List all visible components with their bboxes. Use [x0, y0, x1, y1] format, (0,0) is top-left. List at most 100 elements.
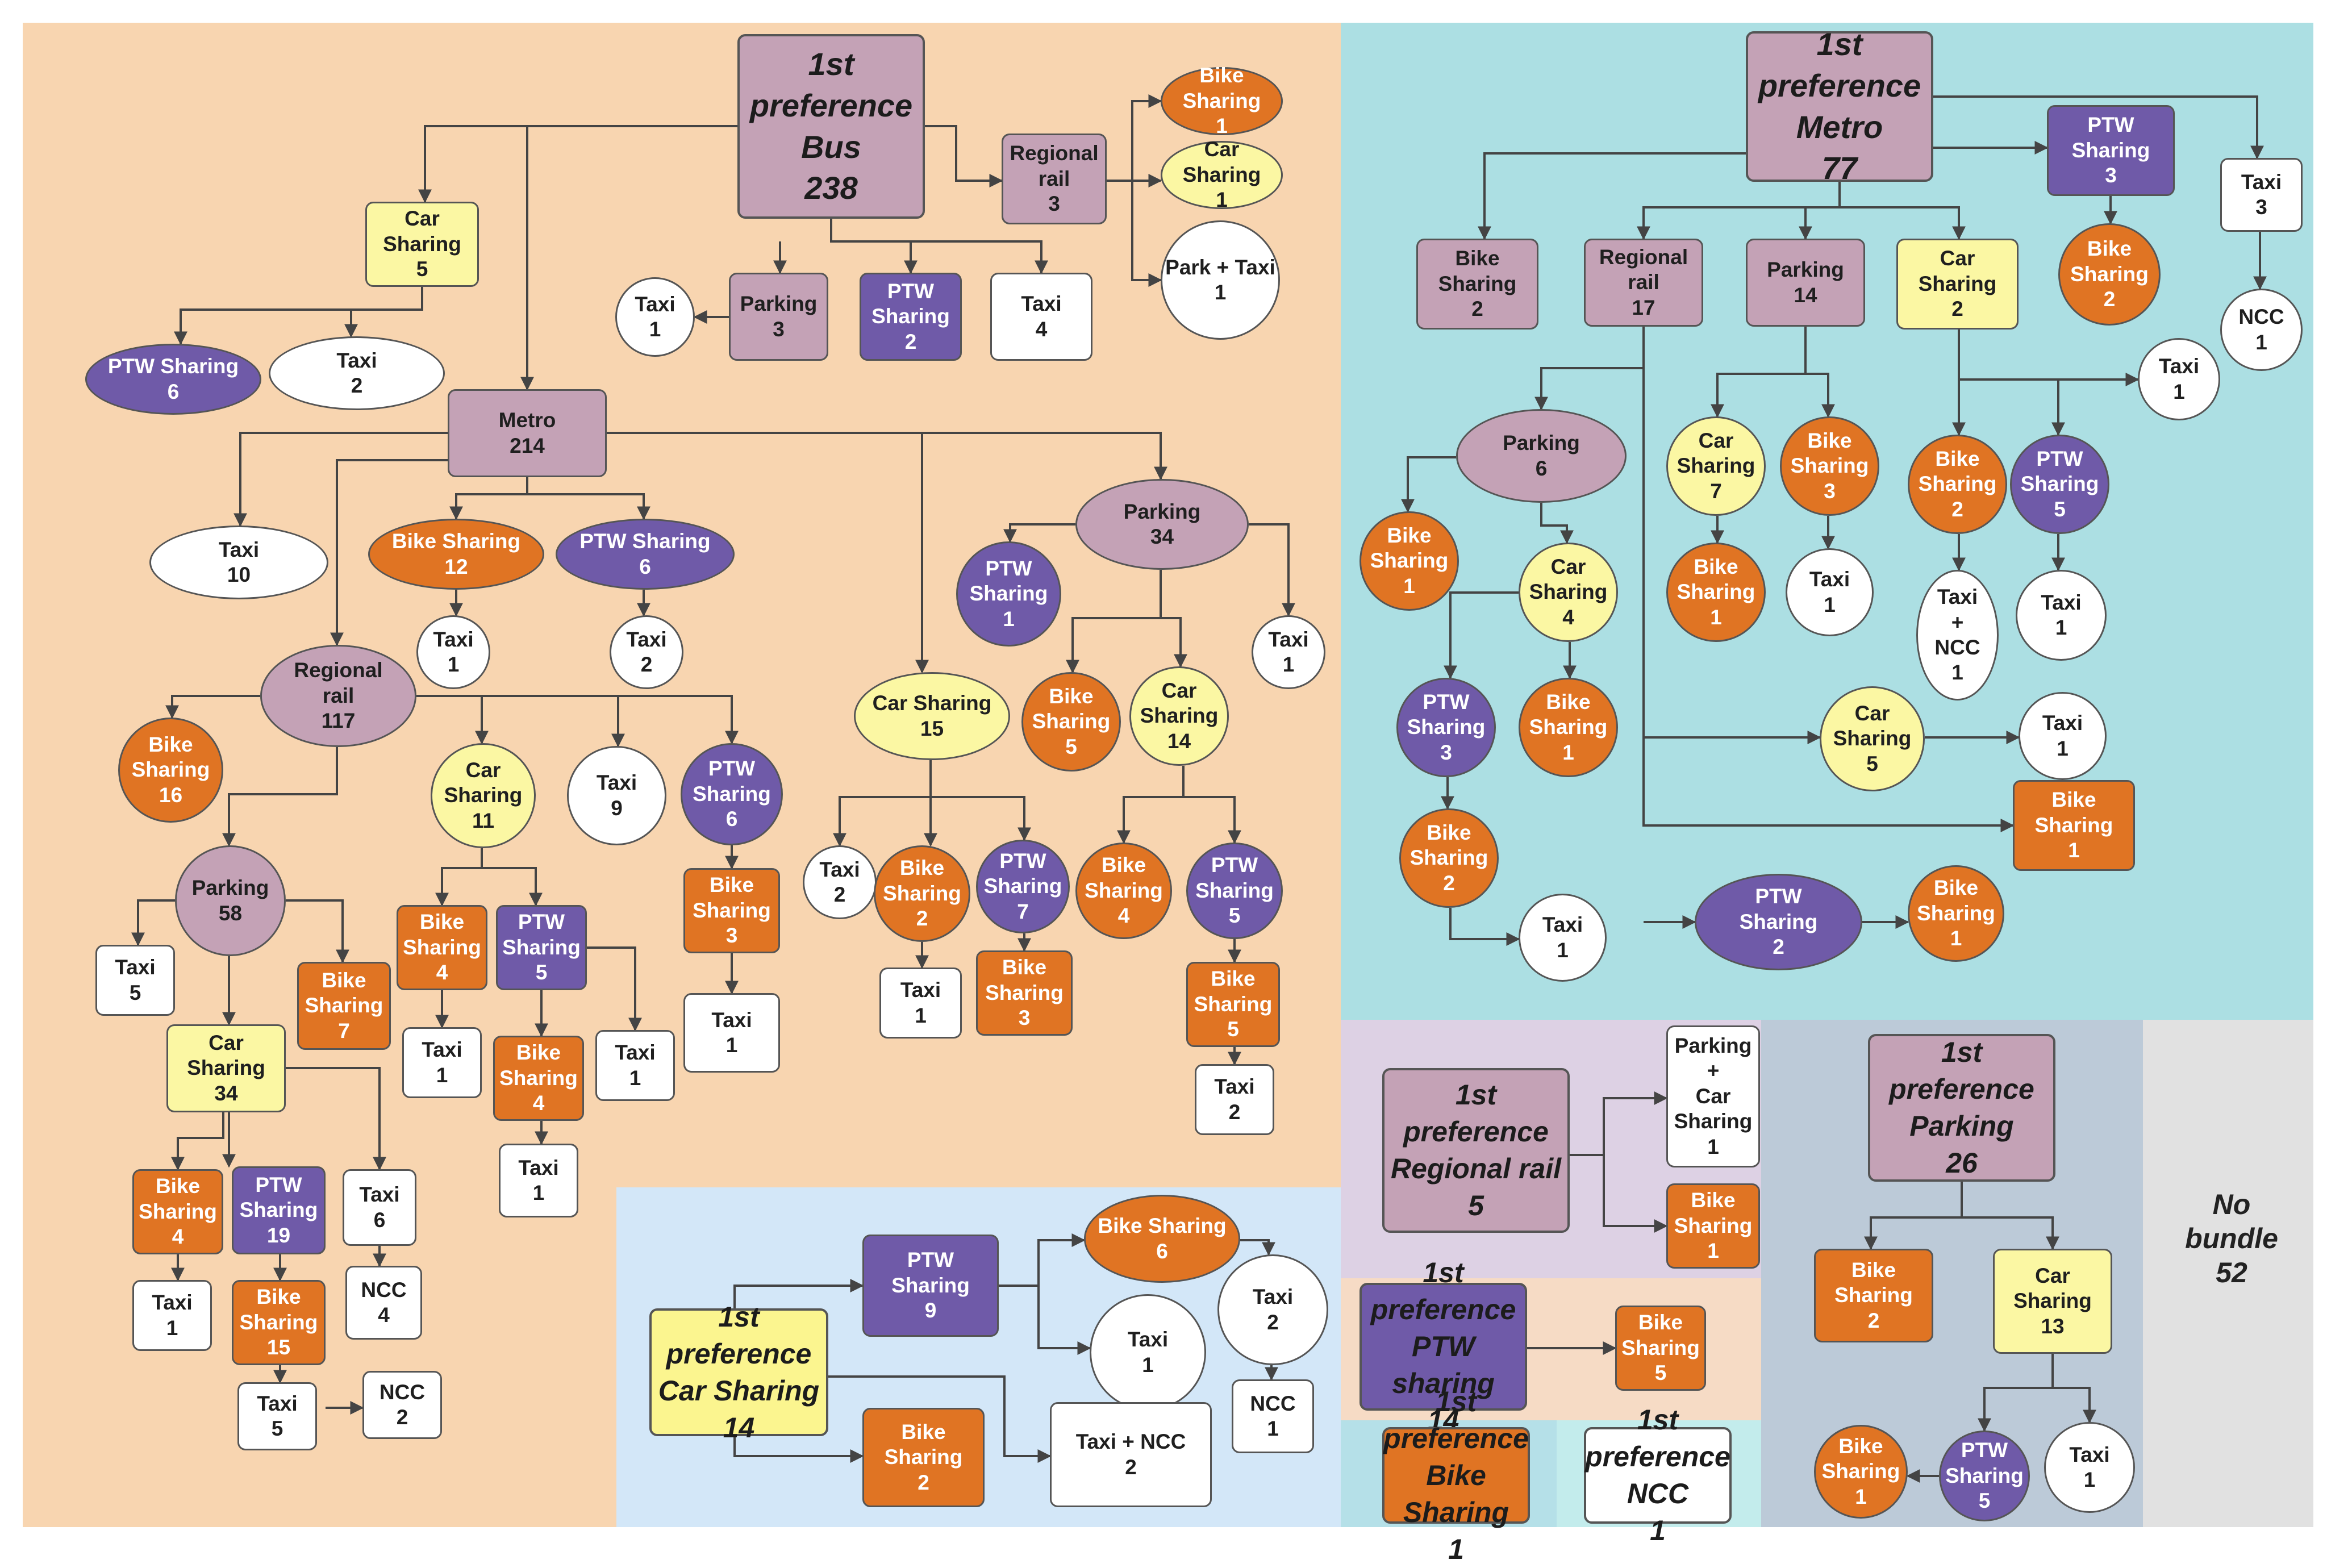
node-mp-bike-taxi: Taxi 1 [1786, 548, 1874, 636]
node-pc-ptw-bike: Bike Sharing 1 [1814, 1425, 1908, 1519]
node-bmpc-ptw: PTW Sharing 5 [1186, 843, 1283, 939]
node-mr-ptw-bike: Bike Sharing 1 [1908, 865, 2004, 962]
node-mrpc-ptw-bike-taxi: Taxi 1 [1519, 894, 1607, 982]
connector-arrow [171, 1112, 224, 1171]
node-rr: 1st preference Regional rail 5 [1382, 1068, 1570, 1233]
panel-nobundle [2143, 1020, 2313, 1527]
node-bus-parking: Parking 3 [729, 273, 828, 361]
node-mrpc-ptw-bike: Bike Sharing 2 [1399, 808, 1499, 908]
node-bmrc-ptw-bike-taxi: Taxi 1 [499, 1144, 578, 1217]
node-bm-taxi: Taxi 10 [149, 526, 328, 599]
node-bmr-ptw: PTW Sharing 6 [681, 743, 783, 845]
node-p-car: Car Sharing 13 [1993, 1249, 2112, 1354]
node-bmr-ptw-bike-taxi: Taxi 1 [683, 993, 780, 1073]
node-bmc-taxi: Taxi 2 [803, 845, 877, 919]
connector-arrow [174, 287, 423, 345]
connector-arrow [1711, 327, 1807, 418]
node-bmpc-bike: Bike Sharing 4 [1075, 843, 1172, 939]
node-bm-car: Car Sharing 15 [854, 672, 1010, 760]
node-bmrpc-ptw: PTW Sharing 19 [232, 1166, 326, 1254]
connector-arrow [1444, 591, 1519, 679]
node-ncc: 1st preference NCC 1 [1584, 1404, 1732, 1546]
connector-arrow [482, 867, 543, 907]
node-ptw-bike: Bike Sharing 5 [1615, 1306, 1706, 1391]
node-mp-car: Car Sharing 7 [1666, 416, 1766, 516]
node-mrp-bike: Bike Sharing 1 [1359, 511, 1459, 611]
connector-arrow [1161, 617, 1187, 668]
connector-arrow [1117, 766, 1185, 844]
node-m-taxi-ncc: NCC 1 [2220, 289, 2303, 371]
node-bus-rr-bike: Bike Sharing 1 [1161, 64, 1283, 137]
connector-arrow [527, 493, 650, 520]
node-bmp-ptw: PTW Sharing 1 [956, 541, 1061, 647]
node-c-bike: Bike Sharing 2 [862, 1408, 985, 1507]
connector-arrow [1864, 1182, 1963, 1250]
connector-arrow [1003, 523, 1075, 543]
connector-arrow [999, 1233, 1086, 1287]
node-m-ptw: PTW Sharing 3 [2047, 105, 2175, 196]
node-c-ptw-taxi: Taxi 1 [1090, 1294, 1206, 1411]
node-bm-ptw: PTW Sharing 6 [556, 519, 735, 590]
node-rr-bike: Bike Sharing 1 [1666, 1183, 1760, 1269]
node-bus-cs-taxi: Taxi 2 [269, 336, 445, 410]
node-pc-ptw: PTW Sharing 5 [1939, 1431, 2030, 1521]
node-mc-bike: Bike Sharing 2 [1908, 435, 2007, 534]
node-bus-rr-parktaxi: Park + Taxi 1 [1161, 220, 1280, 340]
connector-arrow [1249, 523, 1295, 617]
connector-arrow [1805, 373, 1835, 418]
connector-arrow [830, 219, 1048, 274]
connector-arrow [1183, 796, 1241, 844]
connector-arrow [607, 432, 1167, 481]
node-rr-parkcar: Parking + Car Sharing 1 [1666, 1025, 1760, 1167]
node-bmrc-bike: Bike Sharing 4 [397, 905, 487, 990]
edges [131, 94, 2267, 1483]
connector-arrow [1603, 1155, 1668, 1233]
node-m-parking: Parking 14 [1746, 239, 1865, 327]
node-bus-cs-ptw: PTW Sharing 6 [85, 344, 261, 415]
connector-arrow [286, 899, 349, 964]
node-bmrpc-taxi-ncc: NCC 4 [345, 1266, 422, 1340]
node-bus-metro: Metro 214 [448, 389, 607, 477]
node-bus-ptw: PTW Sharing 2 [860, 273, 962, 361]
node-bm-regional: Regional rail 117 [260, 645, 416, 747]
node-bus-rr-car: Car Sharing 1 [1161, 137, 1283, 211]
node-bmc-bike: Bike Sharing 2 [874, 845, 970, 942]
node-m-taxi: Taxi 3 [2220, 158, 2303, 232]
node-mrp-car: Car Sharing 4 [1519, 543, 1618, 642]
node-mp-car-bike: Bike Sharing 1 [1666, 543, 1766, 642]
node-bmrp-bike: Bike Sharing 7 [297, 962, 391, 1050]
node-bm-ptw-taxi: Taxi 2 [610, 615, 683, 689]
node-bmrc-ptw-taxi: Taxi 1 [595, 1030, 675, 1101]
node-parking: 1st preference Parking 26 [1868, 1034, 2055, 1182]
connector-arrow [587, 946, 642, 1032]
node-pc-taxi: Taxi 1 [2044, 1422, 2135, 1513]
node-bmrpc-ptw-bike-ncc: NCC 2 [362, 1371, 442, 1439]
node-bmr-parking: Parking 58 [175, 845, 286, 956]
node-bmrc-ptw: PTW Sharing 5 [496, 905, 587, 990]
node-bmrpc-bike: Bike Sharing 4 [132, 1169, 223, 1254]
node-mrpc-bike: Bike Sharing 1 [1519, 678, 1618, 777]
connector-arrow [1478, 152, 1746, 240]
node-bmp-bike: Bike Sharing 5 [1021, 672, 1121, 772]
node-bus: 1st preference Bus 238 [737, 34, 925, 219]
connector-arrow [1642, 737, 2015, 832]
node-p-bike: Bike Sharing 2 [1814, 1249, 1933, 1342]
connector-arrow [833, 760, 932, 847]
node-metro: 1st preference Metro 77 [1746, 26, 1933, 186]
node-bmp-car: Car Sharing 14 [1129, 666, 1229, 766]
node-bike: 1st preference Bike Sharing 1 [1382, 1386, 1530, 1565]
node-bmrpc-taxi: Taxi 6 [343, 1169, 416, 1246]
node-bus-parking-taxi: Taxi 1 [615, 277, 695, 357]
node-bmpc-ptw-bike: Bike Sharing 5 [1186, 962, 1280, 1047]
connector-arrow [2053, 1387, 2096, 1424]
node-bus-regional: Regional rail 3 [1002, 134, 1107, 224]
node-bmrp-car: Car Sharing 34 [166, 1024, 286, 1112]
connector-arrow [1933, 95, 2264, 160]
connector-arrow [1540, 503, 1574, 544]
connector-arrow [1401, 456, 1456, 513]
connector-arrow [222, 747, 338, 847]
node-m-regional: Regional rail 17 [1584, 239, 1703, 327]
connector-arrow [828, 1375, 1052, 1463]
node-c-taxincc: Taxi + NCC 2 [1050, 1402, 1212, 1507]
